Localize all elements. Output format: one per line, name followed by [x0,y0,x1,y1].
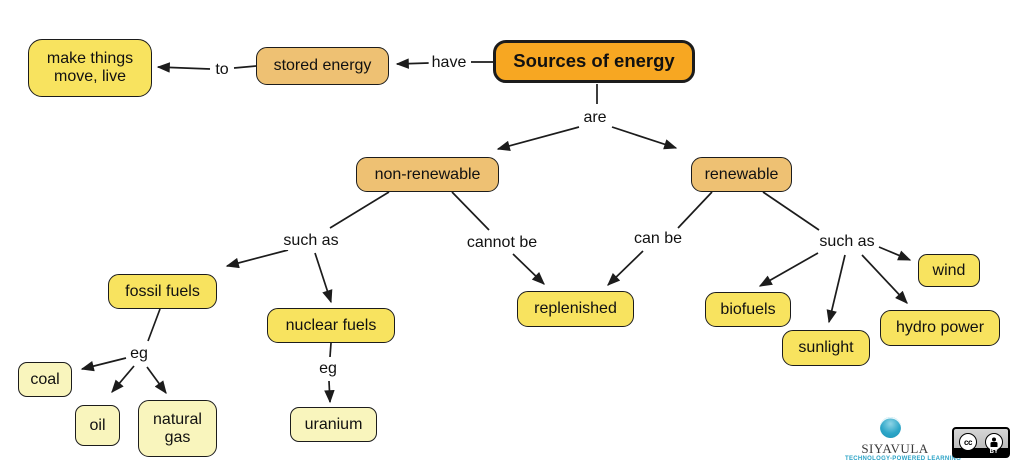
edge-label-such-as-left: such as [280,232,342,250]
edge-nuclear-eg-uranium [324,342,335,404]
cc-badge-strip [954,448,1008,456]
edge-label-have: have [428,54,470,72]
node-stored-energy: stored energy [256,47,389,85]
siyavula-logo-text: Siyavula [861,437,929,458]
edge-sources-are-branches [496,84,678,151]
edge-fossil-eg-examples [80,308,167,395]
edge-label-eg-left: eg [127,345,151,363]
node-wind: wind [918,254,980,287]
cc-icon-text: cc [964,437,972,447]
node-coal: coal [18,362,72,397]
node-make-things-move-live: make things move, live [28,39,152,97]
edge-nonrenewable-suchas [225,191,390,304]
edge-label-are: are [580,109,610,127]
node-replenished: replenished [517,291,634,327]
node-sunlight: sunlight [782,330,870,366]
person-glyph [990,437,998,447]
node-nuclear-fuels: nuclear fuels [267,308,395,343]
node-biofuels: biofuels [705,292,791,327]
siyavula-tagline: TECHNOLOGY-POWERED LEARNING [845,456,962,462]
edge-renewable-suchas [758,191,912,324]
edge-renewable-canbe-replenished [607,191,713,286]
siyavula-logo: Siyavula TECHNOLOGY-POWERED LEARNING [845,414,962,464]
node-fossil-fuels: fossil fuels [108,274,217,309]
node-non-renewable: non-renewable [356,157,499,192]
edge-label-cannot-be: cannot be [463,234,541,252]
edge-label-to: to [212,61,232,79]
node-renewable: renewable [691,157,792,192]
by-person-icon [985,433,1003,451]
edge-sources-have-stored [395,58,493,69]
by-label: BY [989,449,998,455]
node-uranium: uranium [290,407,377,442]
node-sources-of-energy: Sources of energy [493,40,695,83]
edge-nonrenewable-cannotbe-replenished [451,191,545,285]
edge-label-such-as-right: such as [816,233,878,251]
cc-by-license-badge: cc BY [952,427,1010,458]
cc-icon: cc [959,433,977,451]
node-hydro-power: hydro power [880,310,1000,346]
edge-label-eg-right: eg [316,360,340,378]
edge-stored-to-make [156,62,257,73]
node-oil: oil [75,405,120,446]
edge-label-can-be: can be [630,230,686,248]
node-natural-gas: natural gas [138,400,217,457]
siyavula-bubble-icon [880,417,901,438]
